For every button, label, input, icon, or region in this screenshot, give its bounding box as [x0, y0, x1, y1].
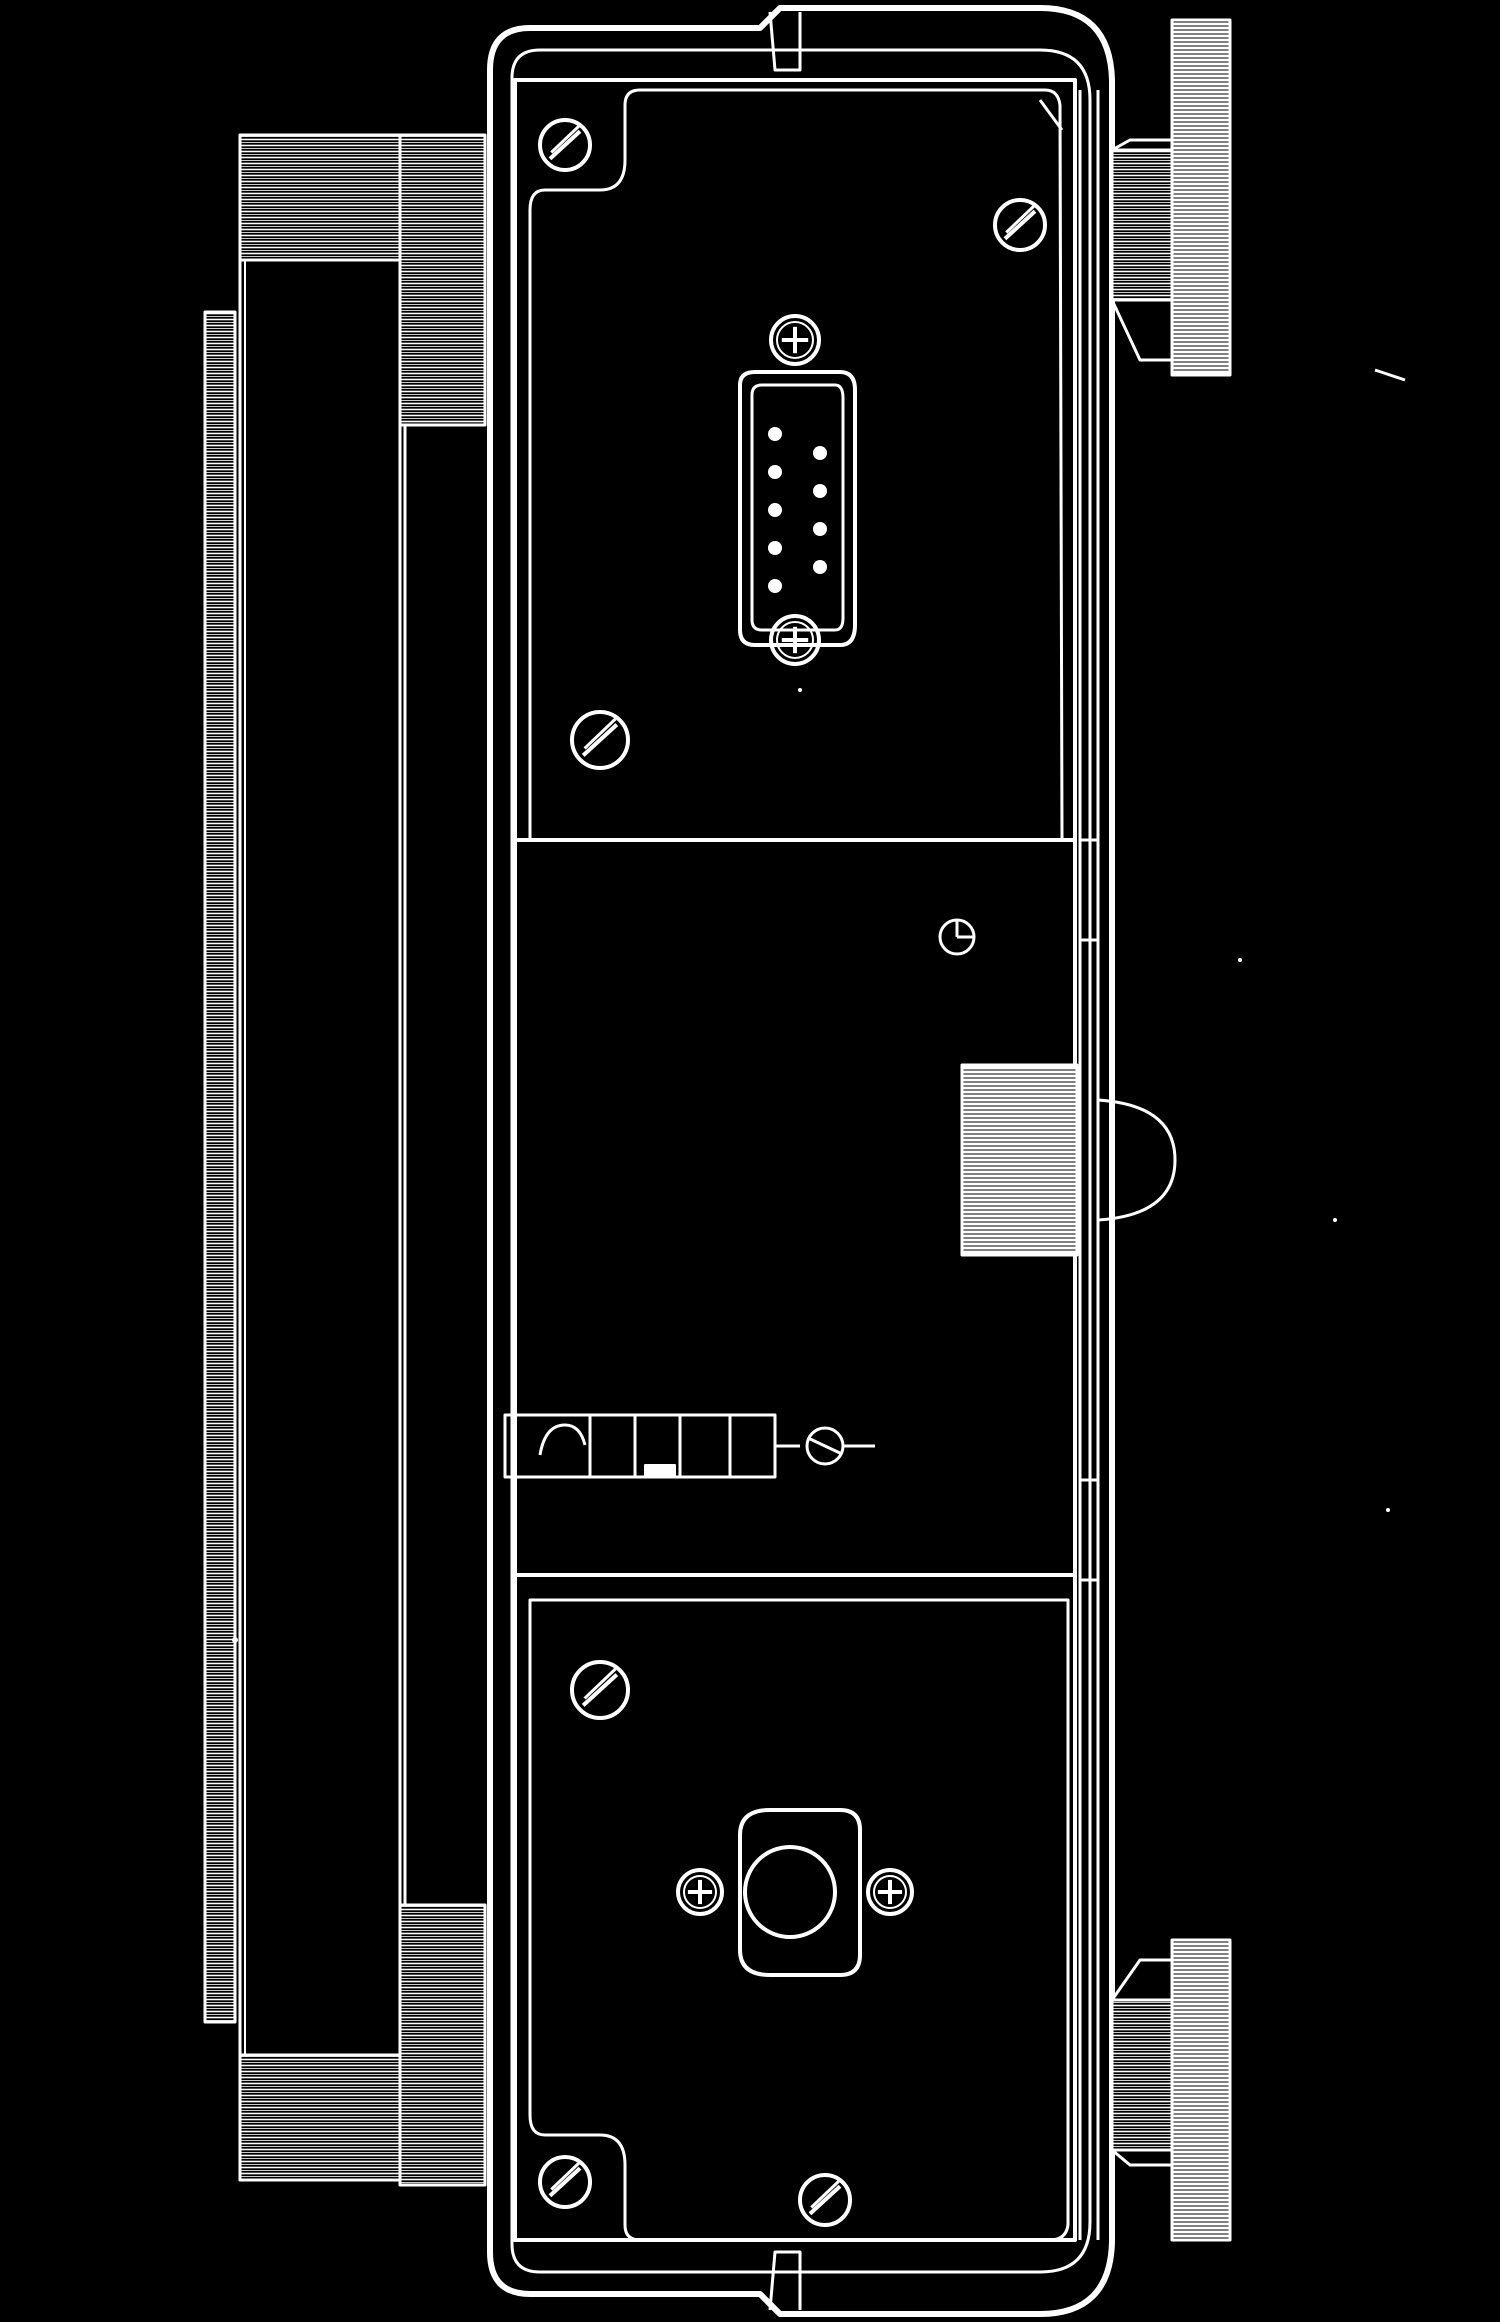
right-rail — [1078, 90, 1100, 2240]
connector-pins — [768, 427, 827, 593]
knurled-knob — [960, 1063, 1177, 1257]
slotted-screw — [570, 710, 630, 770]
ground-screw — [938, 918, 976, 956]
lower-module-plate — [528, 1598, 1070, 2242]
switch-assembly — [503, 1413, 875, 1479]
side-plate-frame — [238, 133, 402, 2182]
bottom-pad — [238, 2053, 402, 2182]
connector-pin — [768, 579, 782, 593]
slotted-screw — [993, 198, 1047, 252]
connector-pin — [813, 560, 827, 574]
slotted-screw — [570, 1660, 630, 1720]
slotted-screw — [538, 118, 592, 172]
phillips-screw — [769, 614, 821, 666]
bottom-bracket — [398, 1903, 487, 2187]
screws — [538, 118, 1047, 2227]
outer-edge-strip — [203, 310, 237, 2024]
connector-pin — [813, 522, 827, 536]
phillips-screw — [676, 1868, 724, 1916]
top-notch — [768, 11, 802, 72]
housing — [487, 5, 1115, 2317]
power-jack-socket — [743, 1845, 837, 1939]
connector-pin — [813, 446, 827, 460]
connector-pin — [768, 503, 782, 517]
power-jack — [738, 1808, 862, 1977]
connector-pin — [768, 465, 782, 479]
bottom-notch — [768, 2250, 802, 2311]
stray-marks — [232, 368, 1406, 1643]
phillips-screw — [866, 1868, 914, 1916]
side-plate — [203, 133, 487, 2187]
serial-connector — [738, 370, 857, 647]
top-pad — [238, 133, 402, 262]
connector-pin — [768, 541, 782, 555]
phillips-screw — [769, 314, 821, 366]
upper-module-plate — [528, 88, 1064, 842]
leveling-foot-top — [1110, 18, 1232, 377]
slotted-screw — [538, 2155, 592, 2209]
slotted-screw — [798, 2173, 852, 2227]
connector-pin — [813, 484, 827, 498]
top-bracket — [398, 133, 487, 427]
connector-pin — [768, 427, 782, 441]
leveling-foot-bottom — [1110, 1938, 1232, 2242]
